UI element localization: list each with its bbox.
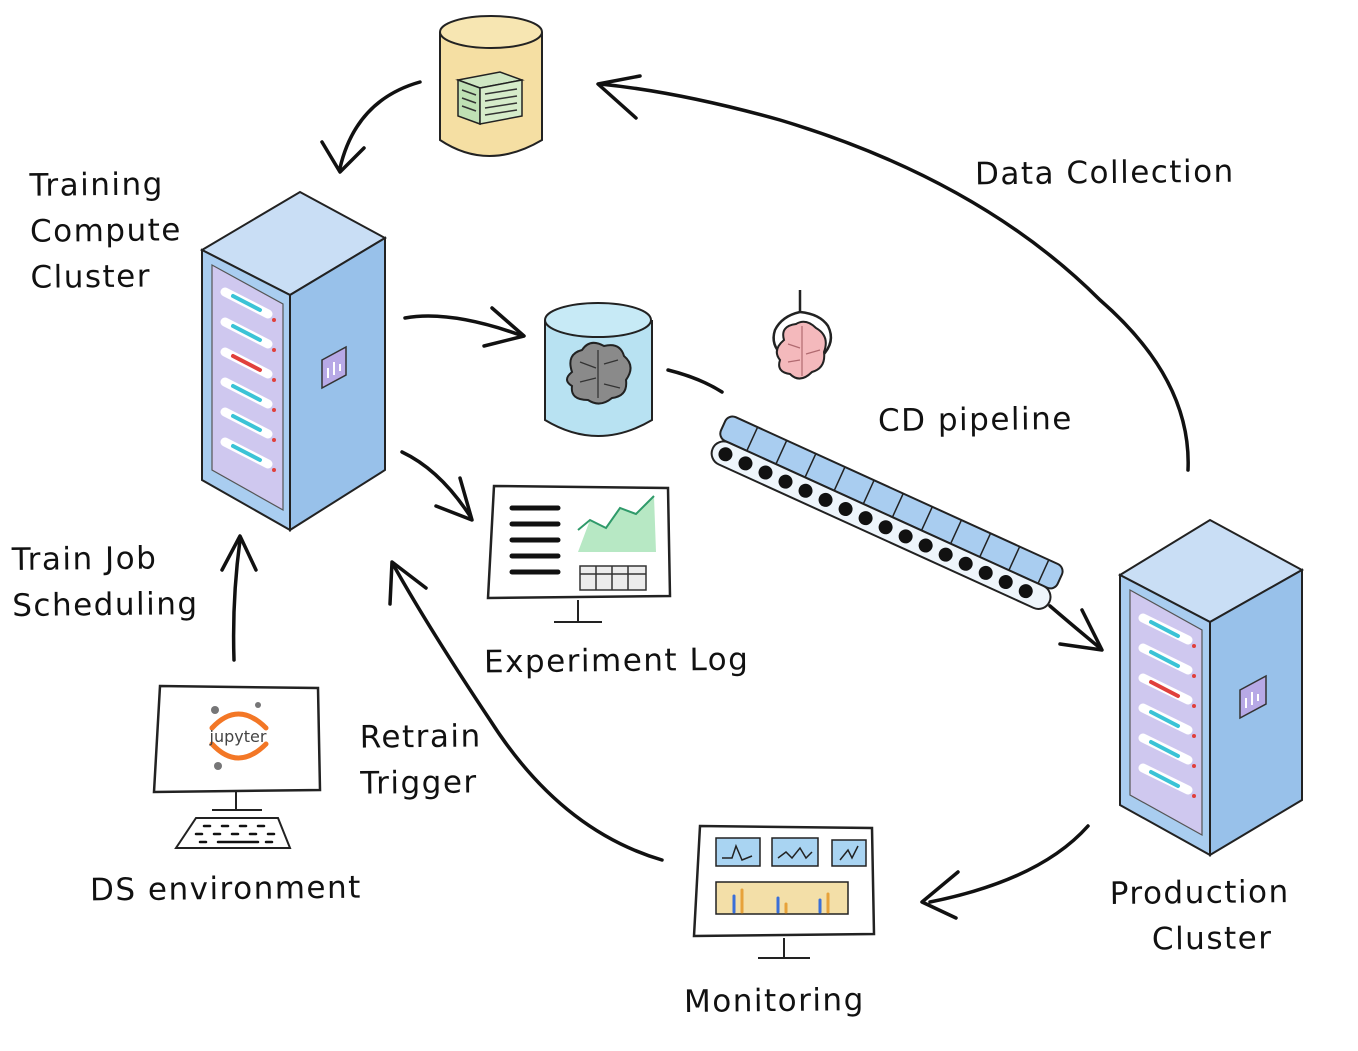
arrow-model-to-pipeline	[666, 368, 724, 394]
train-job-scheduling-label: Train Job Scheduling	[11, 540, 199, 624]
experiment-log-monitor-icon	[486, 484, 672, 623]
experiment-table	[579, 565, 647, 591]
jupyter-logo-text: jupyter	[209, 727, 267, 746]
keyboard-icon	[174, 817, 292, 849]
ds-environment-monitor-icon: jupyter	[152, 684, 322, 849]
model-store-icon	[544, 302, 653, 437]
monitoring-dashboard-icon	[692, 824, 876, 959]
arrow-data-to-training	[338, 80, 422, 170]
data-store-icon	[439, 15, 543, 157]
arrow-data-collection	[598, 82, 1190, 472]
arrow-training-to-experiment	[400, 450, 472, 518]
cd-pipeline-label: CD pipeline	[877, 400, 1074, 440]
arrow-pipeline-to-production	[1048, 604, 1102, 650]
server-slots	[220, 287, 273, 469]
server-chart-badge-icon	[1239, 674, 1267, 720]
server-slots	[1138, 613, 1193, 795]
conveyor-belt-icon	[710, 415, 1064, 610]
monitoring-label: Monitoring	[683, 982, 865, 1020]
ds-environment-label: DS environment	[89, 869, 363, 909]
claw-brain-icon	[772, 290, 833, 380]
jupyter-logo-icon: jupyter	[209, 702, 269, 770]
server-chart-badge-icon	[321, 345, 347, 390]
experiment-log-label: Experiment Log	[483, 641, 750, 681]
flow-arrows	[220, 74, 1190, 920]
production-server-icon	[1117, 518, 1305, 857]
data-cube-icon	[455, 71, 525, 126]
arrow-production-to-monitoring	[928, 824, 1090, 904]
data-collection-label: Data Collection	[974, 153, 1235, 193]
retrain-trigger-label: Retrain Trigger	[359, 718, 482, 802]
training-cluster-label: Training Compute Cluster	[29, 166, 183, 296]
production-cluster-label: Production Cluster	[1109, 874, 1290, 958]
arrow-training-to-model	[403, 314, 522, 337]
brain-icon	[566, 341, 632, 405]
arrow-train-job-scheduling	[231, 538, 242, 662]
server-status-dots	[272, 318, 276, 472]
arrow-retrain-trigger	[392, 564, 664, 862]
training-server-icon	[199, 190, 388, 532]
